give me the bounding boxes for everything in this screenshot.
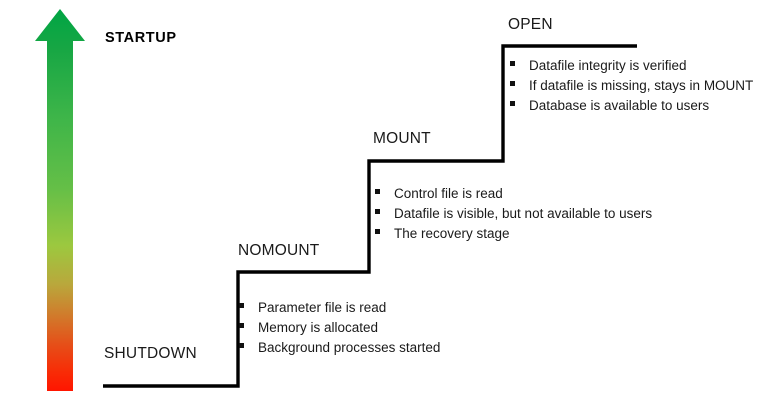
bullet-text: Datafile is visible, but not available t… — [394, 206, 653, 221]
square-bullet-icon — [239, 343, 244, 348]
bullet-text: Parameter file is read — [258, 300, 387, 315]
square-bullet-icon — [375, 209, 380, 214]
list-item: If datafile is missing, stays in MOUNT — [510, 76, 753, 96]
square-bullet-icon — [510, 101, 515, 106]
bullet-text: Background processes started — [258, 340, 441, 355]
bullet-text: Memory is allocated — [258, 320, 379, 335]
list-item: Database is available to users — [510, 96, 753, 116]
list-item: The recovery stage — [375, 224, 652, 244]
list-item: Control file is read — [375, 184, 652, 204]
bullet-list-nomount: Parameter file is read Memory is allocat… — [239, 298, 440, 358]
list-item: Memory is allocated — [239, 318, 440, 338]
arrow-shape — [35, 9, 85, 391]
startup-title-label: STARTUP — [105, 30, 177, 46]
bullet-text: If datafile is missing, stays in MOUNT — [529, 78, 754, 93]
list-item: Datafile integrity is verified — [510, 56, 753, 76]
square-bullet-icon — [510, 61, 515, 66]
square-bullet-icon — [239, 323, 244, 328]
square-bullet-icon — [375, 189, 380, 194]
stage-label-open: OPEN — [508, 16, 553, 33]
bullet-text: Database is available to users — [529, 98, 710, 113]
staircase-line — [103, 44, 637, 388]
bullet-text: Datafile integrity is verified — [529, 58, 687, 73]
bullet-list-mount: Control file is read Datafile is visible… — [375, 184, 652, 244]
square-bullet-icon — [239, 303, 244, 308]
square-bullet-icon — [510, 81, 515, 86]
list-item: Parameter file is read — [239, 298, 440, 318]
stage-label-nomount: NOMOUNT — [238, 242, 320, 259]
bullet-text: Control file is read — [394, 186, 503, 201]
stage-label-shutdown: SHUTDOWN — [104, 345, 197, 362]
bullet-list-open: Datafile integrity is verified If datafi… — [510, 56, 753, 116]
list-item: Datafile is visible, but not available t… — [375, 204, 652, 224]
square-bullet-icon — [375, 229, 380, 234]
stage-label-mount: MOUNT — [373, 130, 431, 147]
bullet-text: The recovery stage — [394, 226, 510, 241]
list-item: Background processes started — [239, 338, 440, 358]
